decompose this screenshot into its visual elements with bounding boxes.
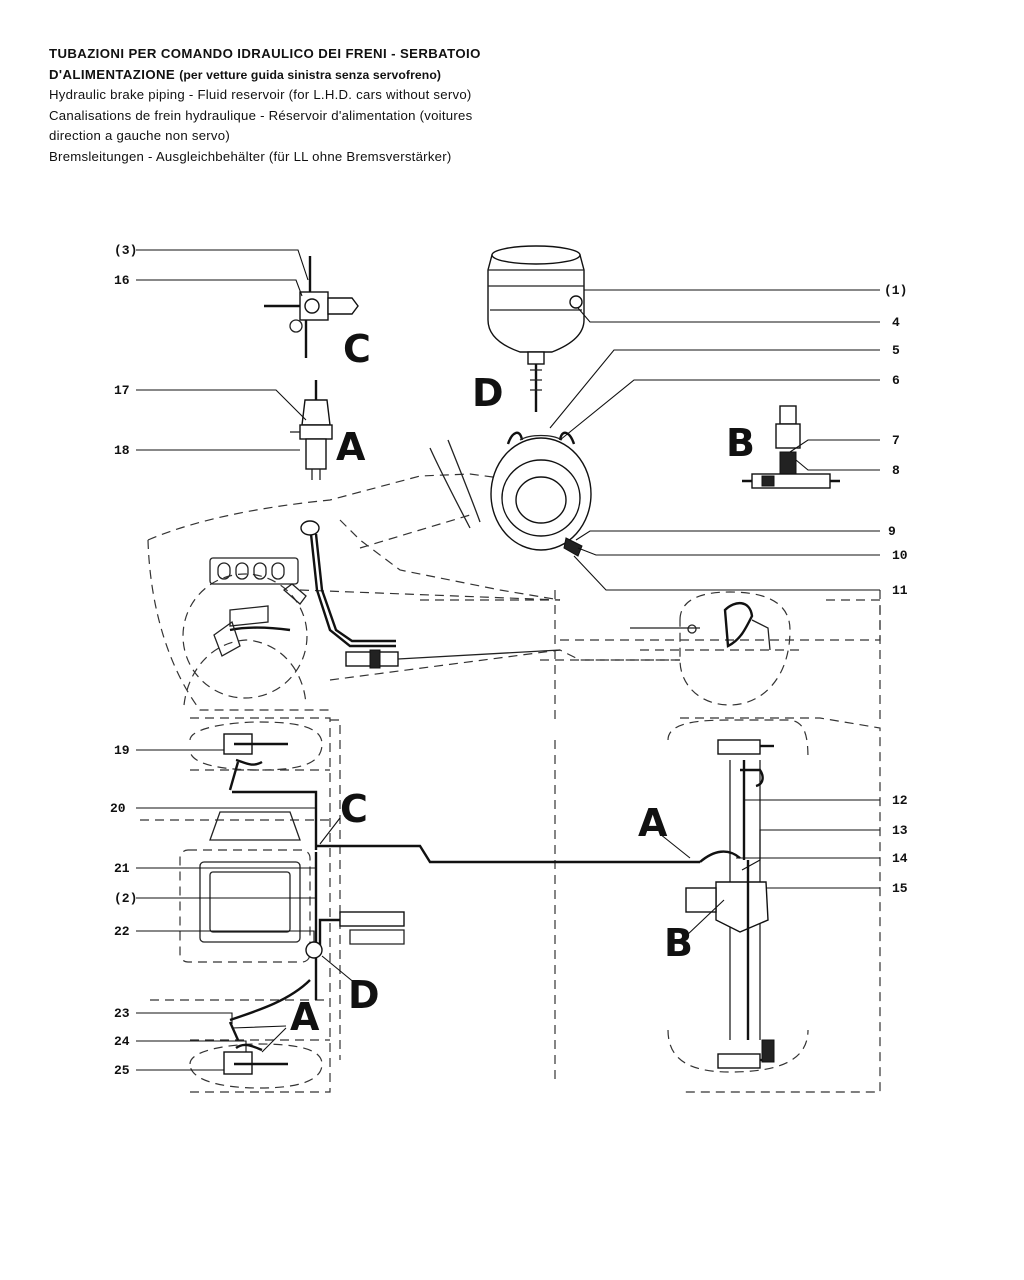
callout-12: 12 (892, 793, 908, 808)
callout-9: 9 (888, 524, 896, 539)
rear-brake-side (630, 602, 771, 651)
steering-wheel (359, 439, 481, 549)
title-german: Bremsleitungen - Ausgleichbehälter (für … (49, 148, 452, 164)
brake-pipes-plan (229, 790, 700, 1022)
engine-side (209, 557, 307, 605)
detail-b-fitting (742, 405, 840, 489)
callout-numbers: (3) 16 17 18 (1) 4 5 6 7 8 9 10 11 12 13… (110, 243, 908, 1078)
callout-19: 19 (114, 743, 130, 758)
callout-7: 7 (892, 433, 900, 448)
callout-4: 4 (892, 315, 900, 330)
callout-14: 14 (892, 851, 908, 866)
plan-letter-c: C (340, 787, 368, 831)
side-view-car-outline (147, 473, 881, 720)
callout-18: 18 (114, 443, 130, 458)
title-italian-line1: TUBAZIONI PER COMANDO IDRAULICO DEI FREN… (49, 46, 481, 61)
plan-letter-b: B (664, 921, 693, 965)
callout-16: 16 (114, 273, 130, 288)
callout-1: (1) (884, 283, 907, 298)
detail-c-union (264, 256, 359, 358)
title-english: Hydraulic brake piping - Fluid reservoir… (49, 87, 472, 102)
diagram-title: TUBAZIONI PER COMANDO IDRAULICO DEI FREN… (49, 44, 689, 167)
callout-11: 11 (892, 583, 908, 598)
detail-letter-d: D (472, 371, 504, 415)
front-brakes-plan (223, 733, 288, 1075)
plan-letter-d: D (348, 973, 380, 1017)
fluid-reservoir (487, 245, 585, 412)
detail-letter-c: C (343, 327, 371, 371)
callout-6: 6 (892, 373, 900, 388)
title-french-line1: Canalisations de frein hydraulique - Rés… (49, 107, 473, 123)
detail-letters: C D A B C A B D A (290, 327, 755, 1039)
detail-letter-b: B (726, 421, 755, 465)
title-italian-main: D'ALIMENTAZIONE (49, 66, 176, 82)
title-italian-subtitle: (per vetture guida sinistra senza servof… (179, 67, 442, 82)
callout-23: 23 (114, 1006, 130, 1021)
callout-10: 10 (892, 548, 908, 563)
title-french-line2: direction a gauche non servo) (49, 128, 230, 143)
reservoir-ring (490, 431, 592, 557)
callout-20: 20 (110, 801, 126, 816)
callout-22: 22 (114, 924, 130, 939)
callout-13: 13 (892, 823, 908, 838)
detail-letter-a: A (336, 425, 366, 469)
callout-5: 5 (892, 343, 900, 358)
plan-letter-a-rear: A (638, 801, 668, 845)
rear-axle-plan (685, 739, 775, 1069)
detail-a-fitting (290, 380, 333, 480)
callout-25: 25 (114, 1063, 130, 1078)
master-cylinder-side (300, 520, 561, 669)
plan-view-car-outline (140, 717, 881, 1093)
title-italian-line2: D'ALIMENTAZIONE (per vetture guida sinis… (49, 65, 689, 86)
callout-8: 8 (892, 463, 900, 478)
callout-24: 24 (114, 1034, 130, 1049)
callout-15: 15 (892, 881, 908, 896)
callout-21: 21 (114, 861, 130, 876)
plan-letter-a-front: A (290, 995, 320, 1039)
engine-plan (179, 811, 311, 963)
callout-17: 17 (114, 383, 130, 398)
callout-2: (2) (114, 891, 137, 906)
callout-leaders (136, 249, 880, 1071)
front-brake-side (213, 605, 291, 657)
callout-3: (3) (114, 243, 137, 258)
